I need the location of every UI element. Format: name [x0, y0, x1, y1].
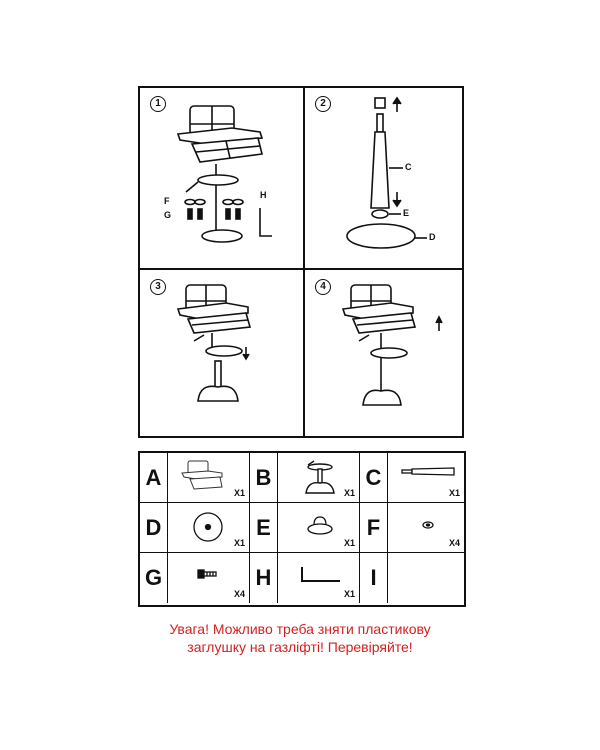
step-2-illustration-icon	[346, 96, 427, 249]
parts-list-table: A X1 B X1 C X1	[138, 451, 466, 607]
step-3-number: 3	[150, 279, 166, 295]
part-cell-H: X1	[278, 553, 360, 603]
label-C: C	[405, 162, 412, 172]
part-letter-A: A	[140, 453, 168, 503]
part-letter-C: C	[360, 453, 388, 503]
part-letter-H: H	[250, 553, 278, 603]
grid-divider-vertical	[303, 88, 305, 436]
label-F: F	[164, 196, 170, 206]
step-1-panel: 1 F G H	[140, 88, 300, 264]
label-D: D	[429, 232, 436, 242]
part-letter-B: B	[250, 453, 278, 503]
assembly-steps-grid: 1 F G H	[138, 86, 464, 438]
part-qty-F: X4	[448, 538, 460, 548]
warning-line-2: заглушку на газліфті! Перевіряйте!	[187, 639, 413, 655]
step-4-illustration-icon	[341, 284, 443, 406]
gas-lift-cap-warning: Увага! Можливо треба зняти пластикову за…	[100, 620, 500, 656]
washer-icon	[422, 521, 434, 529]
step-3-illustration-icon	[176, 284, 252, 402]
part-cell-F: X4	[388, 503, 464, 553]
step-2-number: 2	[315, 96, 331, 112]
part-qty-B: X1	[343, 488, 355, 498]
part-qty-D: X1	[233, 538, 245, 548]
chair-seat-icon	[181, 460, 223, 490]
gas-lift-icon	[401, 467, 455, 476]
part-cell-A: X1	[168, 453, 250, 503]
part-cell-I	[388, 553, 464, 603]
label-G: G	[164, 210, 172, 220]
grid-divider-horizontal	[140, 268, 462, 270]
part-letter-G: G	[140, 553, 168, 603]
part-cell-G: X4	[168, 553, 250, 603]
part-qty-A: X1	[233, 488, 245, 498]
step-1-illustration-icon	[176, 105, 272, 243]
part-cell-D: X1	[168, 503, 250, 553]
part-letter-E: E	[250, 503, 278, 553]
step-2-panel: 2 C E D	[305, 88, 465, 264]
base-disc-icon	[193, 512, 223, 542]
label-E: E	[403, 208, 410, 218]
step-1-number: 1	[150, 96, 166, 112]
cover-cap-icon	[307, 516, 333, 535]
step-3-panel: 3	[140, 271, 300, 447]
step-4-number: 4	[315, 279, 331, 295]
part-letter-D: D	[140, 503, 168, 553]
part-cell-B: X1	[278, 453, 360, 503]
part-letter-I: I	[360, 553, 388, 603]
part-cell-C: X1	[388, 453, 464, 503]
label-H: H	[260, 190, 267, 200]
part-qty-H: X1	[343, 589, 355, 599]
part-qty-E: X1	[343, 538, 355, 548]
part-qty-C: X1	[448, 488, 460, 498]
part-cell-E: X1	[278, 503, 360, 553]
part-qty-G: X4	[233, 589, 245, 599]
warning-line-1: Увага! Можливо треба зняти пластикову	[169, 621, 431, 637]
base-column-icon	[305, 460, 335, 494]
allen-key-icon	[301, 567, 340, 582]
part-letter-F: F	[360, 503, 388, 553]
step-4-panel: 4	[305, 271, 465, 447]
bolt-icon	[197, 569, 217, 579]
